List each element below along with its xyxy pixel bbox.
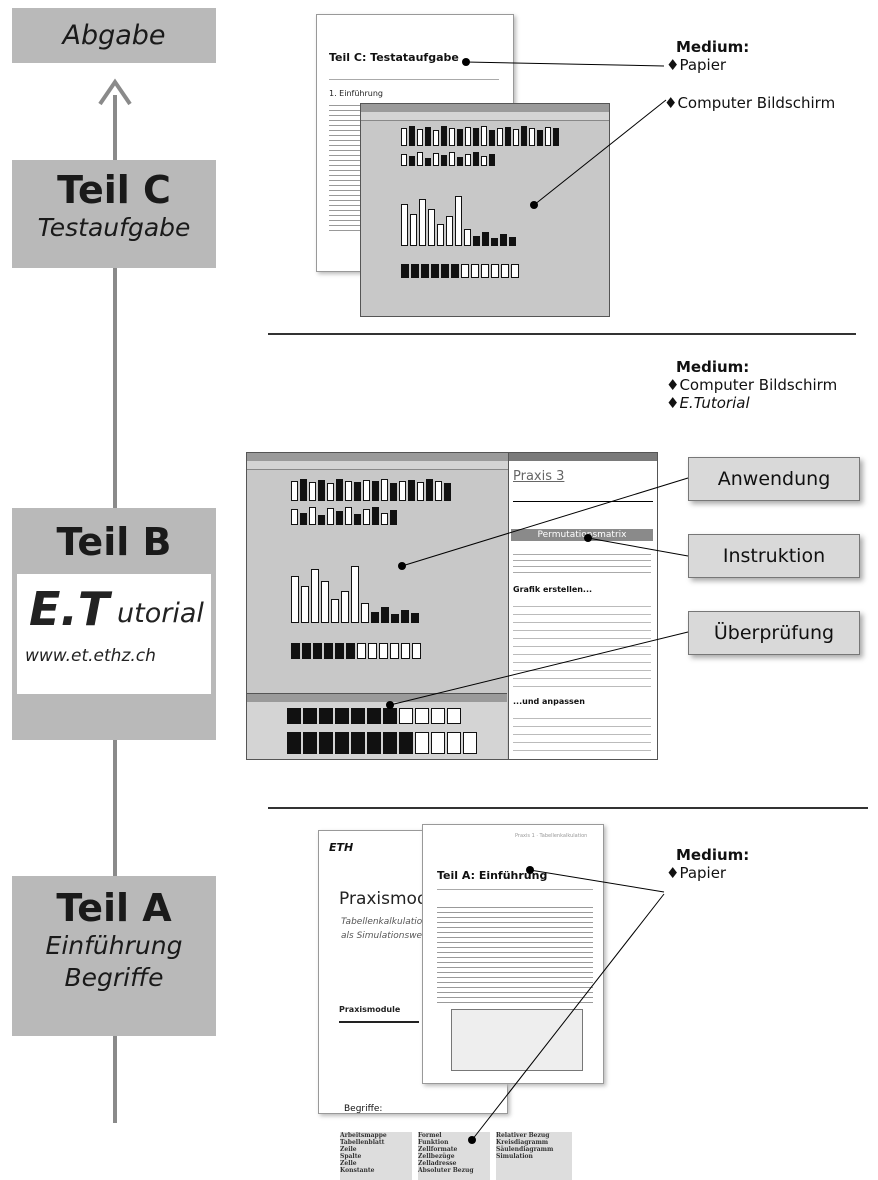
teil-c-app-window [360,103,610,317]
cover-module-steps [339,1021,419,1023]
cover-sub-1: Tabellenkalkulation [341,917,428,927]
teil-b-tutorial-window: Praxis 3 Permutationsmatrix Grafik erste… [508,452,658,760]
eth-logo: ETH [329,841,354,854]
teil-c-box: Teil C Testaufgabe [12,160,216,268]
teil-c-medium: Medium: ♦Papier [666,38,750,74]
begriff-1-3: Zellbezüge [418,1153,455,1160]
teil-b-medium-label: Medium: [676,358,750,376]
begriff-1-4: Zelladresse [418,1160,457,1167]
teil-b-medium: Medium: ♦Computer Bildschirm ♦E.Tutorial [666,358,838,412]
teil-a-sub1: Einführung [45,931,183,960]
tutorial-subheading-2: ...und anpassen [513,697,585,706]
begriff-0-0: Arbeitsmappe [340,1132,387,1139]
begriffe-section: Begriffe: Arbeitsmappe Tabellenblatt Zei… [326,1104,586,1180]
teil-b-connectors [386,477,689,709]
teil-a-connectors [468,866,665,1144]
teil-c-connectors [462,58,667,209]
begriff-0-4: Zelle [340,1160,357,1167]
teil-c-medium-label: Medium: [676,38,750,56]
et-logo-url[interactable]: www.et.ethz.ch [25,646,156,666]
teil-a-medium-label: Medium: [676,846,750,864]
teil-a-box: Teil A Einführung Begriffe [12,876,216,1036]
begriff-0-2: Zeile [340,1146,357,1153]
tutorial-header: Praxis 3 [513,469,565,484]
teil-a-medium-item-0: Papier [679,864,727,882]
teil-a-diagram [451,1009,583,1071]
teil-c-title: Teil C [57,168,171,212]
begriff-2-0: Relativer Bezug [496,1132,550,1139]
teil-a-doc-title: Teil A: Einführung [437,869,548,882]
et-logo: E.T utorial www.et.ethz.ch [17,574,211,694]
teil-c-medium-item-0: Papier [679,56,727,74]
tutorial-timeline [513,501,653,502]
begriff-0-5: Konstante [340,1167,375,1174]
begriff-2-3: Simulation [496,1153,533,1160]
begriff-0-3: Spalte [340,1153,362,1160]
callout-ueberpruefung: Überprüfung [688,611,860,655]
arrow-head-icon [98,78,132,106]
teil-a-title: Teil A [56,886,172,930]
teil-b-title: Teil B [56,520,172,564]
begriff-1-0: Formel [418,1132,442,1139]
teil-b-medium-item-0: Computer Bildschirm [679,376,838,394]
divider-b-a [268,807,868,809]
teil-c-doc-heading: 1. Einführung [329,89,383,98]
teil-b-sub-window [247,693,507,759]
abgabe-box: Abgabe [12,8,216,63]
cover-module-label: Praxismodule [339,1005,401,1014]
abgabe-label: Abgabe [62,20,166,51]
begriff-2-1: Kreisdiagramm [496,1139,549,1146]
tutorial-box-title: Permutationsmatrix [511,529,653,541]
et-logo-text: utorial [117,598,204,629]
teil-a-page-header: Praxis 1 · Tabellenkalkulation [515,833,588,839]
teil-a-medium: Medium: ♦Papier [666,846,750,882]
teil-c-subtitle: Testaufgabe [37,213,191,242]
teil-a-text-page: Praxis 1 · Tabellenkalkulation Teil A: E… [422,824,604,1084]
begriffe-label: Begriffe: [344,1104,383,1114]
begriff-1-1: Funktion [418,1139,449,1146]
callout-instruktion: Instruktion [688,534,860,578]
cover-title: Praxismodul [339,889,444,909]
teil-a-sub2: Begriffe [64,963,164,992]
teil-b-medium-item-1: E.Tutorial [679,394,750,412]
divider-c-b [268,333,856,335]
begriff-0-1: Tabellenblatt [340,1139,385,1146]
begriff-1-2: Zellformate [418,1146,458,1153]
begriff-1-5: Absoluter Bezug [418,1167,474,1174]
teil-c-medium-item-1: Computer Bildschirm [677,94,836,112]
bar-row [401,124,601,146]
callout-anwendung: Anwendung [688,457,860,501]
tutorial-subheading: Grafik erstellen... [513,585,593,594]
teil-c-doc-title: Teil C: Testataufgabe [329,51,459,64]
teil-b-app-window [246,452,510,760]
cover-sub-2: als Simulationswerkzeug [341,931,453,941]
teil-b-box: Teil B E.T utorial www.et.ethz.ch [12,508,216,740]
begriff-2-2: Säulendiagramm [496,1146,554,1153]
